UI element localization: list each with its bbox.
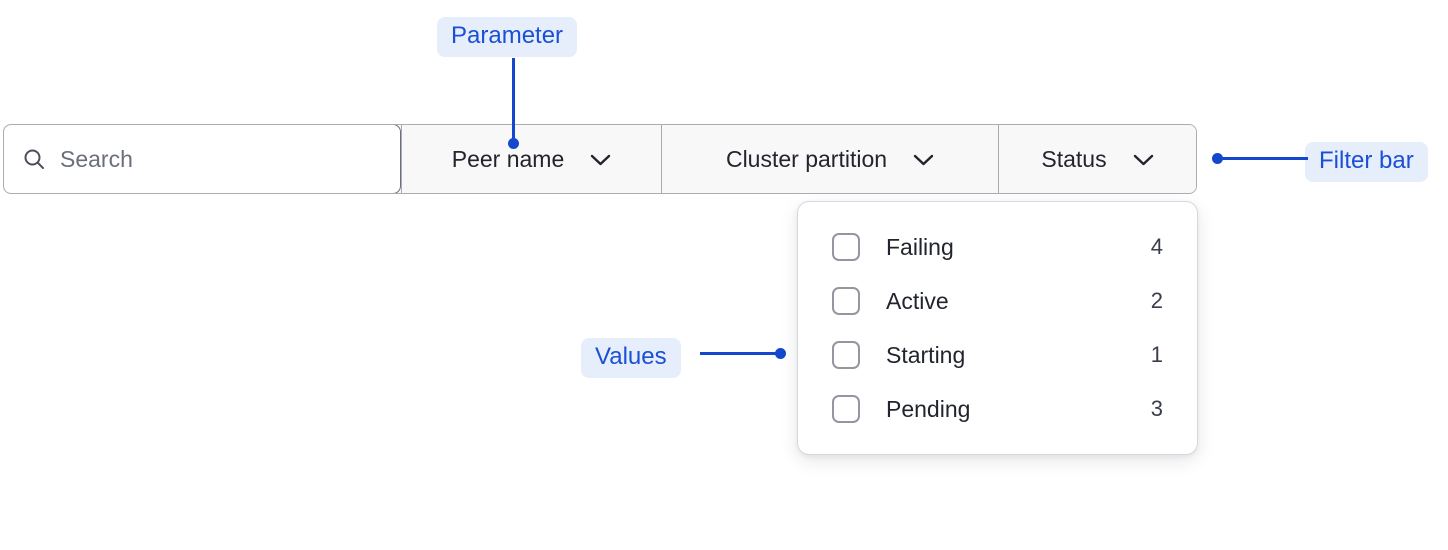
- checkbox-starting[interactable]: [832, 341, 860, 369]
- checkbox-pending[interactable]: [832, 395, 860, 423]
- filter-label-peer-name: Peer name: [451, 145, 565, 172]
- filter-label-status: Status: [1041, 145, 1107, 172]
- option-label: Active: [886, 287, 949, 314]
- annotation-leader-line-parameter: [512, 58, 515, 146]
- filter-label-cluster-partition: Cluster partition: [725, 145, 888, 172]
- option-label: Starting: [886, 341, 966, 368]
- status-dropdown-panel: Failing 4 Active 2 Starting 1 Pending 3: [797, 201, 1198, 455]
- list-item[interactable]: Active 2: [798, 274, 1197, 328]
- filter-bar: Peer name Cluster partition Status: [3, 124, 1197, 194]
- list-item[interactable]: Starting 1: [798, 328, 1197, 382]
- filter-dropdown-status[interactable]: Status: [998, 125, 1196, 193]
- annotation-leader-line-filter-bar: [1222, 157, 1308, 160]
- checkbox-failing[interactable]: [832, 233, 860, 261]
- option-label: Failing: [886, 233, 954, 260]
- search-icon: [24, 149, 44, 169]
- annotation-label-filter-bar: Filter bar: [1305, 142, 1428, 182]
- search-input[interactable]: [60, 145, 382, 173]
- annotation-label-values: Values: [581, 338, 681, 378]
- option-label: Pending: [886, 395, 971, 422]
- option-count: 3: [1150, 396, 1163, 421]
- annotation-anchor-dot-parameter: [508, 138, 519, 149]
- option-count: 2: [1150, 288, 1163, 313]
- filter-dropdown-cluster-partition[interactable]: Cluster partition: [661, 125, 998, 193]
- option-count: 4: [1150, 234, 1163, 259]
- checkbox-active[interactable]: [832, 287, 860, 315]
- chevron-down-icon: [1133, 154, 1153, 165]
- filter-dropdown-peer-name[interactable]: Peer name: [401, 125, 661, 193]
- annotation-anchor-dot-values: [775, 348, 786, 359]
- annotation-label-parameter: Parameter: [437, 17, 578, 57]
- search-field[interactable]: [4, 125, 401, 193]
- chevron-down-icon: [591, 154, 611, 165]
- list-item[interactable]: Pending 3: [798, 382, 1197, 436]
- annotation-anchor-dot-filter-bar: [1212, 153, 1223, 164]
- option-count: 1: [1150, 342, 1163, 367]
- list-item[interactable]: Failing 4: [798, 220, 1197, 274]
- annotation-leader-line-values: [700, 352, 784, 355]
- chevron-down-icon: [913, 154, 934, 165]
